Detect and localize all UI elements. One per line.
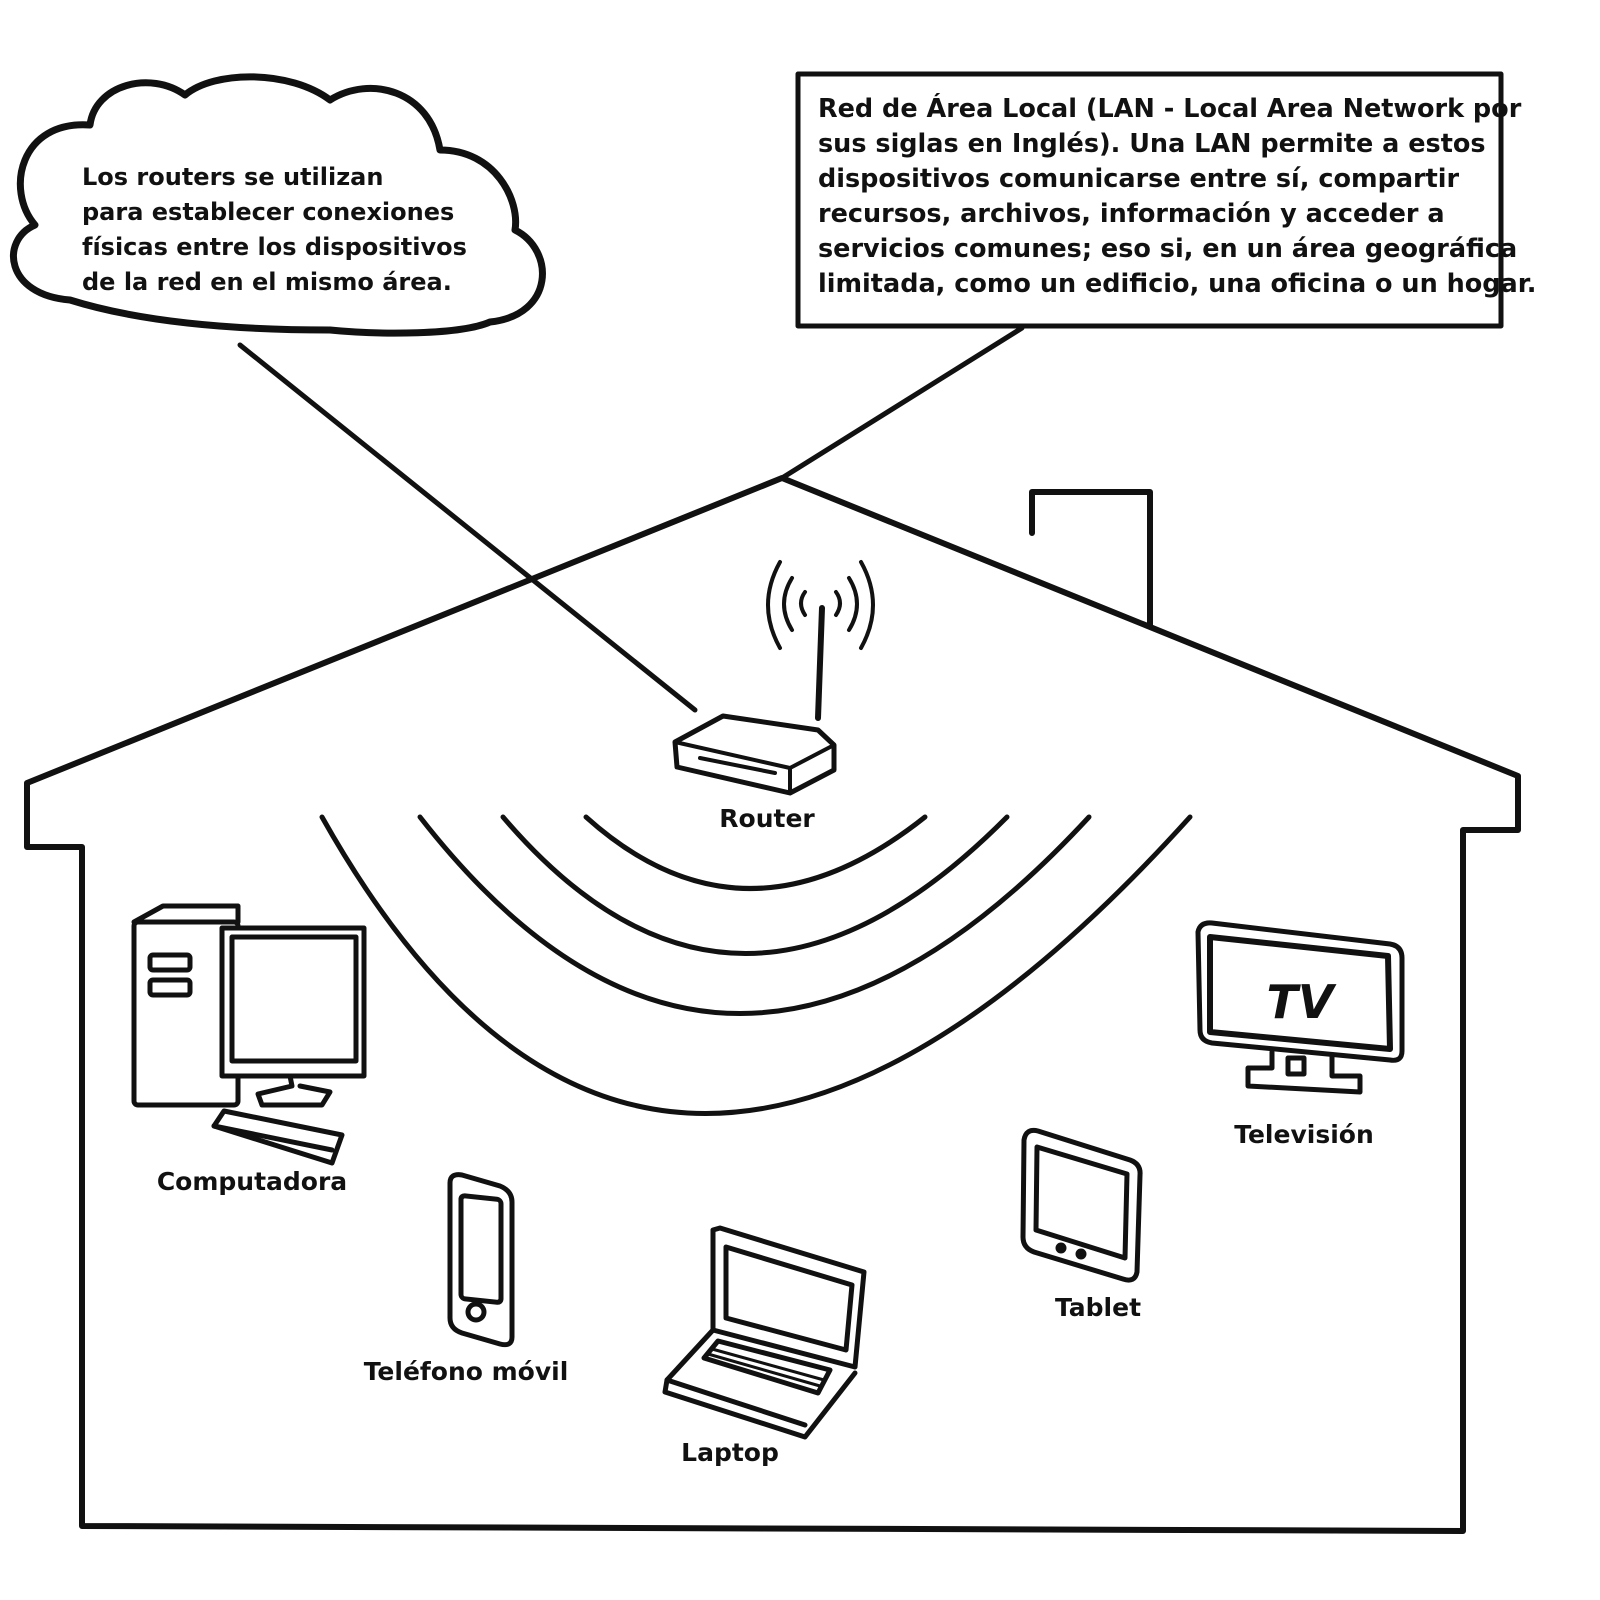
lan-definition-line: limitada, como un edificio, una oficina … bbox=[818, 269, 1537, 299]
lan-text-box bbox=[795, 71, 1504, 329]
router-note-line: para establecer conexiones bbox=[82, 198, 455, 226]
router-note-line: de la red en el mismo área. bbox=[82, 268, 452, 296]
router-note-line: Los routers se utilizan bbox=[82, 163, 384, 191]
phone-label: Teléfono móvil bbox=[363, 1357, 569, 1386]
lan-definition-line: sus siglas en Inglés). Una LAN permite a… bbox=[818, 129, 1486, 159]
chimney bbox=[1029, 489, 1153, 629]
tv-screen-text: TV bbox=[1267, 975, 1337, 1029]
lan-definition-line: servicios comunes; eso si, en un área ge… bbox=[818, 234, 1518, 264]
computer-icon bbox=[131, 903, 367, 1166]
router-note: Los routers se utilizan para establecer … bbox=[82, 160, 512, 300]
phone-icon bbox=[447, 1172, 515, 1348]
lan-definition-line: Red de Área Local (LAN - Local Area Netw… bbox=[818, 94, 1522, 124]
tv-label: Televisión bbox=[1234, 1120, 1374, 1149]
box-callout-line bbox=[779, 325, 1025, 481]
lan-definition: Red de Área Local (LAN - Local Area Netw… bbox=[818, 92, 1537, 302]
lan-definition-line: recursos, archivos, información y accede… bbox=[818, 199, 1445, 229]
tv-icon bbox=[1195, 920, 1405, 1095]
router-label: Router bbox=[719, 804, 815, 833]
tablet-icon bbox=[1020, 1127, 1143, 1283]
tablet-label: Tablet bbox=[1054, 1293, 1142, 1322]
laptop-label: Laptop bbox=[681, 1438, 779, 1467]
laptop-icon bbox=[662, 1225, 867, 1440]
cloud-callout-line bbox=[237, 342, 698, 713]
signal-arcs bbox=[319, 814, 1193, 1116]
router-note-line: físicas entre los dispositivos bbox=[82, 233, 467, 261]
lan-definition-line: dispositivos comunicarse entre sí, compa… bbox=[818, 164, 1460, 194]
router-icon bbox=[672, 560, 875, 796]
house-outline bbox=[24, 475, 1521, 1534]
computer-label: Computadora bbox=[156, 1167, 348, 1196]
cloud-shape bbox=[10, 73, 546, 337]
